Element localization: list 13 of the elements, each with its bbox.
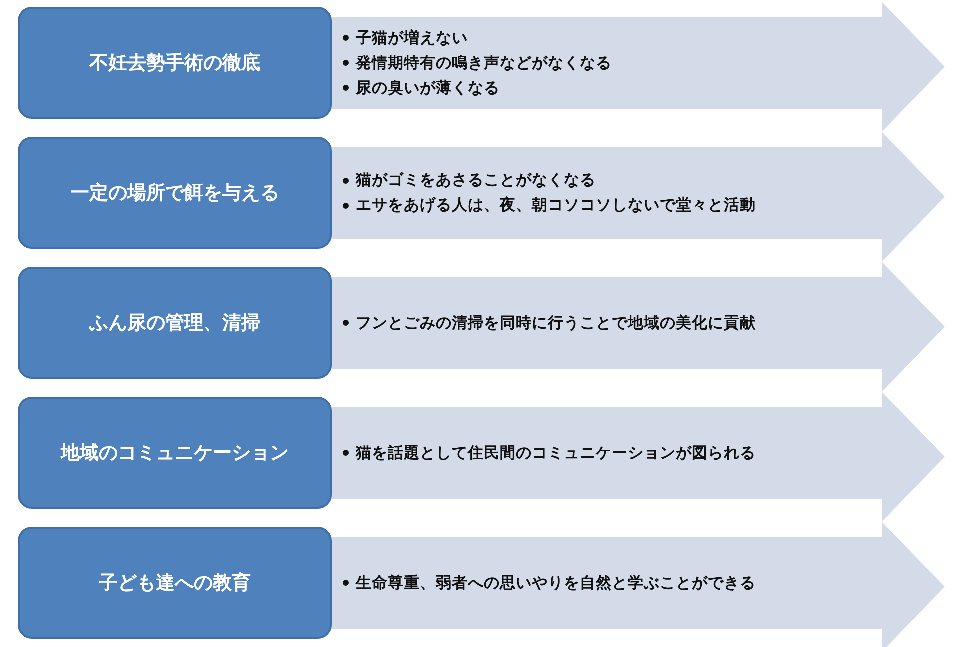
bullet-text: フンとごみの清掃を同時に行うことで地域の美化に貢献: [356, 312, 756, 334]
bullet-text: 生命尊重、弱者への思いやりを自然と学ぶことができる: [356, 572, 756, 594]
bullet-text: 猫を話題として住民間のコミュニケーションが図られる: [356, 442, 756, 464]
bullet-text: 子猫が増えない: [356, 28, 468, 48]
heading-box: 一定の場所で餌を与える: [18, 137, 332, 249]
bullet-text: 尿の臭いが薄くなる: [356, 78, 500, 98]
bullet-text: 猫がゴミをあさることがなくなる: [356, 170, 596, 191]
heading-box: 地域のコミュニケーション: [18, 397, 332, 509]
bullet-text: エサをあげる人は、夜、朝コソコソしないで堂々と活動: [356, 195, 756, 216]
bullet-text: 発情期特有の鳴き声などがなくなる: [356, 52, 612, 74]
heading-box: ふん尿の管理、清掃: [18, 267, 332, 379]
heading-box: 子ども達への教育: [18, 527, 332, 639]
heading-box: 不妊去勢手術の徹底: [18, 7, 332, 119]
